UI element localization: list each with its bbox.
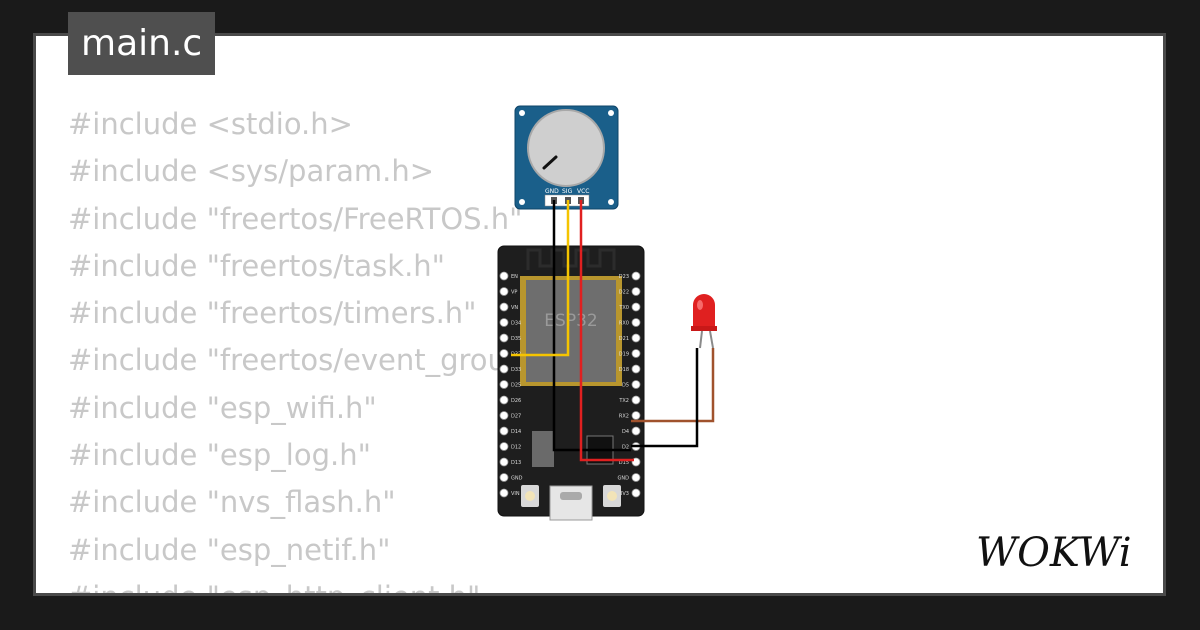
- esp32-pin[interactable]: [499, 488, 509, 498]
- esp32-pin-label: D5: [622, 383, 629, 389]
- esp32-pin[interactable]: [499, 426, 509, 436]
- esp32-pin-label: D35: [511, 336, 521, 342]
- esp32-board[interactable]: ESP32 ENVPVND34D35D32D33D25D26D27D14D12D…: [497, 245, 645, 521]
- code-line: #include "esp_wifi.h": [68, 390, 377, 425]
- potentiometer-knob[interactable]: [527, 109, 605, 187]
- esp32-pin[interactable]: [499, 380, 509, 389]
- esp32-pin[interactable]: [631, 426, 641, 436]
- wire-gnd-pot[interactable]: [552, 200, 631, 452]
- wokwi-logo-text: WOKWi: [976, 530, 1132, 576]
- canvas-bottom-mask: [0, 593, 1200, 630]
- wire-vcc-pot[interactable]: [579, 200, 634, 462]
- code-line: #include "esp_log.h": [68, 438, 371, 473]
- esp32-pin[interactable]: [499, 457, 509, 467]
- esp32-pin[interactable]: [631, 473, 641, 482]
- esp32-pin-label: D2: [622, 445, 629, 451]
- pot-pin-label: VCC: [577, 188, 589, 195]
- esp32-pin-label: D33: [511, 367, 521, 373]
- esp32-pin[interactable]: [499, 411, 509, 420]
- code-background: #include <stdio.h> #include <sys/param.h…: [68, 101, 580, 621]
- wire-led-signal[interactable]: [631, 348, 715, 423]
- esp32-module: [526, 280, 616, 382]
- esp32-pin-label: D4: [622, 429, 629, 435]
- esp32-pin-label: VIN: [511, 491, 520, 497]
- file-tab-main-c[interactable]: main.c: [68, 12, 216, 75]
- esp32-pin[interactable]: [631, 395, 641, 405]
- code-line: #include "freertos/FreeRTOS.h": [68, 201, 523, 236]
- esp32-pin[interactable]: [631, 302, 641, 312]
- esp32-pin-label: RX2: [619, 414, 629, 420]
- code-line: #include "freertos/event_groups.h": [68, 343, 581, 378]
- esp32-pin[interactable]: [499, 271, 509, 281]
- code-line: #include "freertos/timers.h": [68, 296, 477, 331]
- esp32-pin-label: D12: [511, 445, 521, 451]
- esp32-pin[interactable]: [499, 473, 509, 482]
- esp32-pin-label: VN: [511, 305, 518, 311]
- esp32-pin-label: D23: [619, 274, 629, 280]
- esp32-pin-label: TX0: [618, 305, 629, 311]
- esp32-pin-label: GND: [511, 476, 523, 482]
- esp32-pin[interactable]: [631, 333, 641, 343]
- esp32-pin[interactable]: [631, 488, 641, 498]
- esp32-pin[interactable]: [499, 287, 509, 296]
- pot-pin-label: GND: [545, 188, 559, 195]
- esp32-pin[interactable]: [631, 349, 641, 358]
- esp32-pin[interactable]: [499, 442, 509, 451]
- esp32-pin[interactable]: [499, 364, 509, 374]
- esp32-pin-label: D15: [619, 460, 629, 466]
- esp32-pin-label: D34: [511, 321, 521, 327]
- esp32-pin-label: TX2: [618, 398, 629, 404]
- esp32-pin[interactable]: [499, 318, 509, 327]
- esp32-label: ESP32: [544, 311, 597, 331]
- esp32-pin[interactable]: [631, 287, 641, 296]
- wire-led-gnd[interactable]: [631, 348, 699, 448]
- esp32-pin[interactable]: [631, 318, 641, 327]
- usb-port: [549, 485, 593, 521]
- esp32-pin-label: D25: [511, 383, 521, 389]
- code-line: #include <stdio.h>: [68, 107, 353, 141]
- esp32-pin-label: D14: [511, 429, 521, 435]
- esp32-pin-label: D13: [511, 460, 521, 466]
- esp32-pin-label: GND: [618, 476, 630, 482]
- esp32-pin[interactable]: [631, 364, 641, 374]
- esp32-pin-label: D21: [619, 336, 629, 342]
- esp32-pin-label: D22: [619, 290, 629, 296]
- esp32-pin[interactable]: [499, 349, 509, 358]
- red-led[interactable]: [691, 294, 717, 349]
- pot-pin-label: SIG: [562, 188, 573, 195]
- canvas-bottom-border: [33, 593, 1166, 596]
- esp32-pin[interactable]: [631, 380, 641, 389]
- code-line: #include "esp_netif.h": [68, 532, 391, 567]
- wire-sig-pot[interactable]: [511, 200, 570, 357]
- code-line: #include "freertos/task.h": [68, 248, 445, 283]
- esp32-pin-label: D19: [619, 352, 629, 358]
- esp32-pin[interactable]: [499, 302, 509, 312]
- esp32-pin-label: 3V3: [619, 491, 629, 497]
- esp32-pin[interactable]: [499, 395, 509, 405]
- esp32-pin-label: VP: [511, 290, 517, 296]
- wokwi-logo: WOKWi: [976, 530, 1132, 576]
- esp32-pin-label: RX0: [619, 321, 629, 327]
- code-line: #include "nvs_flash.h": [68, 485, 396, 520]
- esp32-pin-label: D18: [619, 367, 629, 373]
- code-line: #include <sys/param.h>: [68, 154, 435, 189]
- esp32-pin-label: D26: [511, 398, 521, 404]
- esp32-pin-label: EN: [511, 274, 518, 280]
- esp32-pin-label: D27: [511, 414, 521, 420]
- esp32-pin[interactable]: [499, 333, 509, 343]
- esp32-pin[interactable]: [631, 411, 641, 420]
- esp32-pin[interactable]: [631, 271, 641, 281]
- potentiometer[interactable]: GND SIG VCC: [514, 105, 619, 210]
